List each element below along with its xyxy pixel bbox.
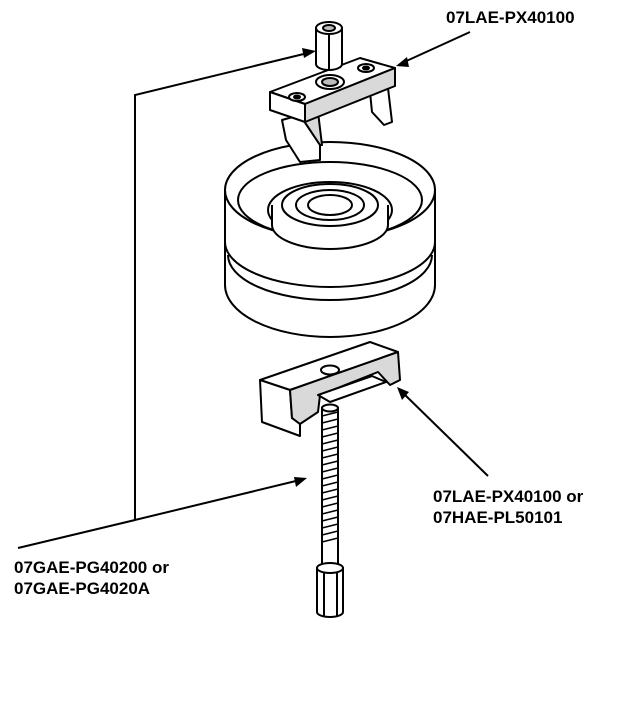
upper-plate-center-hole-inner bbox=[322, 78, 338, 86]
top-label-leader bbox=[402, 32, 470, 63]
lower-plate-hole bbox=[321, 366, 339, 375]
upper-plate-right-screw-slot bbox=[363, 67, 369, 70]
arrowhead-bolt bbox=[294, 477, 307, 487]
bolt-part-number-line2: 07GAE-PG4020A bbox=[14, 579, 151, 598]
upper-plate-side-face bbox=[305, 68, 395, 122]
pulley bbox=[225, 142, 435, 337]
right-label-leader bbox=[402, 392, 488, 476]
lower-plate-part-number-line1: 07LAE-PX40100 or bbox=[433, 487, 584, 506]
top-nut-bore bbox=[323, 25, 335, 31]
bolt-label-leader bbox=[18, 520, 135, 548]
bolt-top-end bbox=[322, 405, 338, 412]
threaded-bolt bbox=[317, 405, 343, 618]
bolt-shaft bbox=[322, 408, 338, 568]
arrowhead-top-nut bbox=[302, 48, 316, 58]
bolt-head bbox=[317, 568, 343, 617]
lower-plate-part-number-line2: 07HAE-PL50101 bbox=[433, 508, 563, 527]
arrowhead-lower-plate bbox=[397, 387, 409, 400]
lower-support-plate bbox=[260, 342, 400, 436]
arrowheads bbox=[294, 48, 409, 487]
leader-lines bbox=[18, 32, 488, 548]
pulley-bearing-bore bbox=[308, 195, 352, 215]
bracket-leader bbox=[135, 52, 312, 520]
arrowhead-top-plate bbox=[396, 57, 409, 67]
upper-puller-plate bbox=[270, 58, 395, 162]
top-plate-part-number: 07LAE-PX40100 bbox=[446, 8, 575, 27]
top-nut bbox=[316, 22, 342, 70]
bolt-threads bbox=[322, 412, 338, 542]
upper-plate-left-screw-slot bbox=[294, 96, 300, 99]
bolt-head-top bbox=[317, 563, 343, 573]
lower-plate-slot bbox=[318, 376, 386, 402]
pulley-groove-upper bbox=[225, 242, 435, 287]
bolt-part-number-line1: 07GAE-PG40200 or bbox=[14, 558, 169, 577]
pulley-groove-lower bbox=[228, 255, 432, 300]
